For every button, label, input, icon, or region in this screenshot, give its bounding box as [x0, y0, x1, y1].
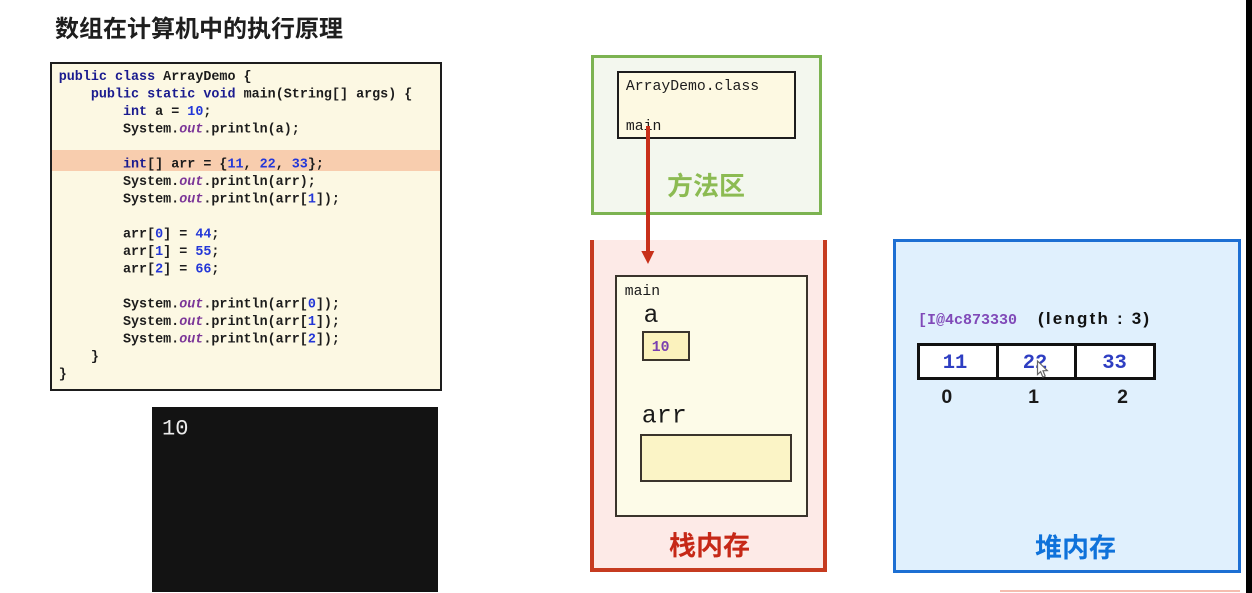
svg-text:public static void main(String: public static void main(String[] args) {: [59, 88, 413, 103]
svg-text:System.out.println(arr[2]);: System.out.println(arr[2]);: [59, 333, 340, 348]
svg-text:0: 0: [941, 386, 952, 408]
svg-text:int[] arr = {11, 22, 33};: int[] arr = {11, 22, 33};: [59, 158, 324, 173]
svg-text:main: main: [626, 119, 662, 135]
svg-text:2: 2: [1117, 386, 1128, 408]
svg-text:arr: arr: [642, 402, 687, 431]
svg-text:int a = 10;: int a = 10;: [59, 105, 212, 120]
svg-text:(length : 3): (length : 3): [1038, 309, 1151, 328]
svg-text:10: 10: [162, 417, 188, 442]
svg-text:1: 1: [1028, 386, 1039, 408]
svg-text:10: 10: [652, 340, 670, 356]
svg-text:[I@4c873330: [I@4c873330: [918, 312, 1017, 329]
svg-text:arr[0] = 44;: arr[0] = 44;: [59, 228, 220, 243]
svg-text:System.out.println(a);: System.out.println(a);: [59, 123, 300, 138]
svg-text:public class ArrayDemo {: public class ArrayDemo {: [59, 70, 252, 85]
svg-text:System.out.println(arr[1]);: System.out.println(arr[1]);: [59, 193, 340, 208]
svg-text:System.out.println(arr[1]);: System.out.println(arr[1]);: [59, 315, 340, 330]
svg-text:System.out.println(arr);: System.out.println(arr);: [59, 175, 316, 190]
svg-text:arr[2] = 66;: arr[2] = 66;: [59, 263, 220, 278]
svg-text:main: main: [625, 284, 660, 300]
svg-text:11: 11: [943, 352, 968, 375]
svg-text:33: 33: [1102, 352, 1127, 375]
svg-text:a: a: [644, 301, 659, 330]
svg-text:}: }: [59, 368, 67, 383]
svg-text:ArrayDemo.class: ArrayDemo.class: [626, 79, 759, 95]
svg-text:arr[1] = 55;: arr[1] = 55;: [59, 245, 220, 260]
svg-text:}: }: [59, 350, 99, 365]
svg-text:System.out.println(arr[0]);: System.out.println(arr[0]);: [59, 298, 340, 313]
